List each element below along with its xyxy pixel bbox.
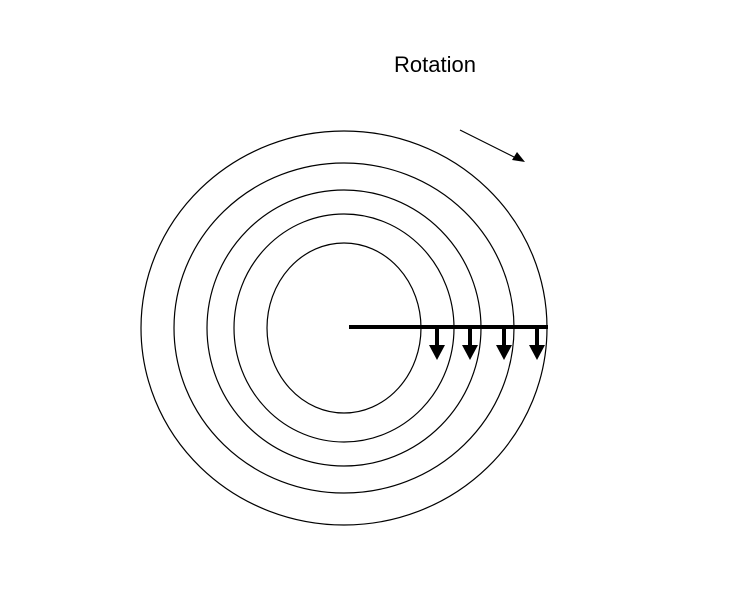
rotation-arrow-icon xyxy=(459,129,525,162)
down-arrow-icon xyxy=(429,327,445,360)
velocity-arrows xyxy=(429,327,545,360)
rotation-label: Rotation xyxy=(394,52,476,77)
down-arrow-icon xyxy=(462,327,478,360)
down-arrow-icon xyxy=(496,327,512,360)
down-arrow-icon xyxy=(529,327,545,360)
